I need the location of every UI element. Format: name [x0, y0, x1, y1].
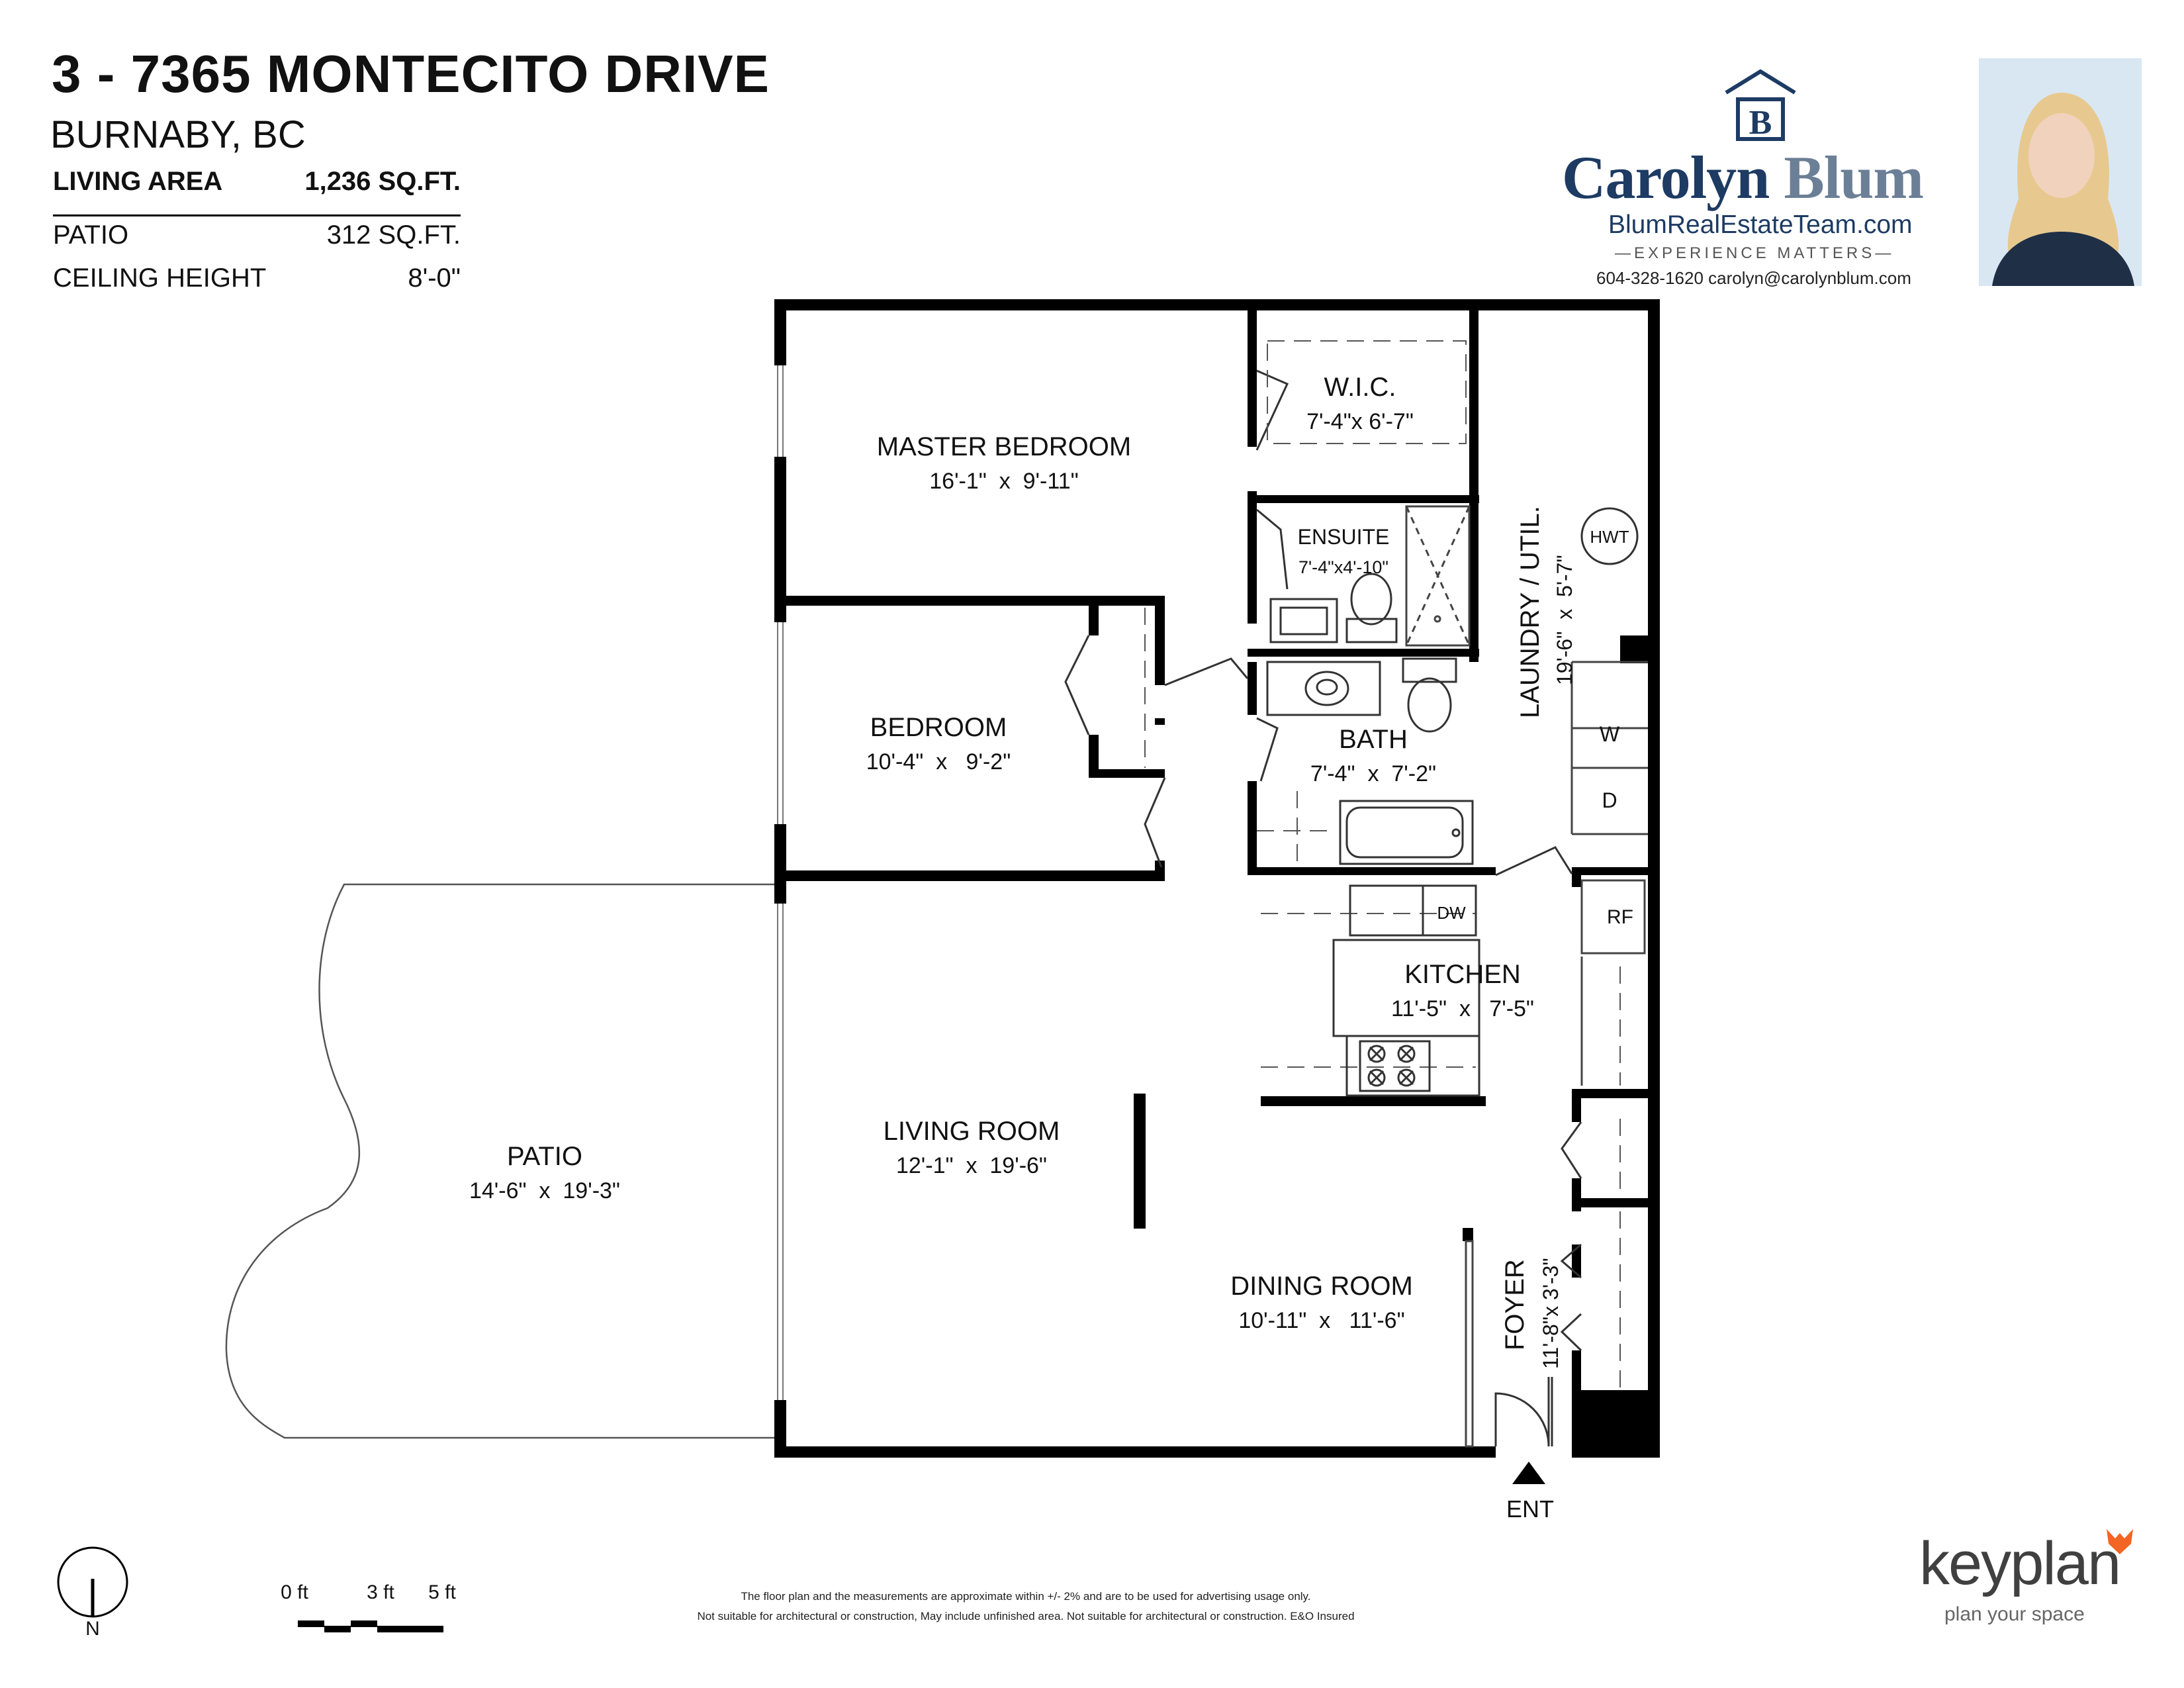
entrance-label: ENT	[1506, 1495, 1554, 1523]
room-kitchen-dims: 11'-5" x 7'-5"	[1391, 996, 1534, 1021]
spec-label: CEILING HEIGHT	[53, 263, 267, 293]
room-bedroom-dims: 10'-4" x 9'-2"	[866, 749, 1011, 774]
room-ensuite-name: ENSUITE	[1298, 525, 1390, 549]
room-bath-dims: 7'-4" x 7'-2"	[1310, 761, 1436, 786]
room-foyer-dims: 11'-8"x 3'-3"	[1539, 1258, 1563, 1369]
interior-walls	[774, 305, 1648, 1458]
listing-address: 3 - 7365 MONTECITO DRIVE	[52, 44, 770, 103]
listing-city: BURNABY, BC	[50, 113, 306, 156]
water-heater-label: HWT	[1590, 527, 1629, 547]
agent-logo-letter: B	[1749, 104, 1772, 142]
window-glazing	[777, 365, 784, 1400]
agent-website[interactable]: BlumRealEstateTeam.com	[1608, 211, 1913, 239]
room-wic-dims: 7'-4"x 6'-7"	[1306, 409, 1414, 434]
cabinet-dash-lines	[1144, 340, 1621, 1390]
ensuite-toilet-icon	[1345, 573, 1398, 643]
room-bath-name: BATH	[1339, 725, 1408, 754]
agent-contact: 604-328-1620 carolyn@carolynblum.com	[1596, 268, 1911, 288]
room-living-room-name: LIVING ROOM	[884, 1117, 1060, 1146]
agent-photo	[1979, 58, 2142, 286]
disclaimer-line-2: Not suitable for architectural or constr…	[697, 1610, 1355, 1622]
room-wic-name: W.I.C.	[1324, 373, 1396, 402]
spec-divider	[53, 214, 461, 216]
spec-label: PATIO	[53, 220, 129, 250]
room-foyer-name: FOYER	[1500, 1259, 1529, 1350]
scale-bar	[298, 1620, 443, 1632]
ensuite-sink-icon	[1269, 598, 1338, 643]
room-dining-room-name: DINING ROOM	[1230, 1272, 1413, 1301]
compass-label: N	[85, 1618, 100, 1640]
agent-tagline: —EXPERIENCE MATTERS—	[1615, 244, 1895, 262]
spec-label: LIVING AREA	[53, 167, 223, 196]
dryer-label: D	[1602, 788, 1617, 812]
room-dining-room-dims: 10'-11" x 11'-6"	[1238, 1308, 1404, 1333]
agent-name: Carolyn Blum	[1562, 142, 1924, 212]
room-ensuite-dims: 7'-4"x4'-10"	[1298, 557, 1388, 577]
agent-last-name: Blum	[1784, 144, 1924, 211]
dishwasher-label: DW	[1437, 903, 1466, 923]
scale-label: 0 ft	[281, 1581, 308, 1603]
washer-label: W	[1600, 722, 1620, 746]
water-heater-icon	[1580, 507, 1639, 565]
room-patio-name: PATIO	[507, 1142, 582, 1171]
agent-house-logo-icon	[1725, 69, 1796, 141]
north-compass-icon	[57, 1546, 128, 1618]
keyplan-fox-icon	[2107, 1529, 2133, 1554]
spec-value: 8'-0"	[408, 263, 461, 293]
keyplan-tagline: plan your space	[1944, 1603, 2085, 1625]
room-kitchen-name: KITCHEN	[1404, 960, 1521, 989]
kitchen-counters	[1332, 884, 1480, 1097]
scale-label: 3 ft	[367, 1581, 394, 1603]
patio-outline	[225, 883, 778, 1439]
disclaimer-line-1: The floor plan and the measurements are …	[741, 1590, 1311, 1603]
room-living-room-dims: 12'-1" x 19'-6"	[896, 1153, 1047, 1178]
spec-value: 312 SQ.FT.	[326, 220, 461, 250]
shower-icon	[1405, 505, 1471, 647]
spec-ceiling-height: CEILING HEIGHT 8'-0"	[53, 263, 461, 293]
room-bedroom-name: BEDROOM	[870, 713, 1007, 742]
spec-living-area: LIVING AREA 1,236 SQ.FT.	[53, 167, 461, 197]
fridge-label: RF	[1607, 906, 1633, 928]
keyplan-logo: keyplan	[1919, 1530, 2121, 1597]
room-patio-dims: 14'-6" x 19'-3"	[469, 1178, 620, 1203]
room-laundry-dims: 19'-6" x 5'-7"	[1553, 555, 1576, 685]
bathtub-icon	[1339, 800, 1474, 865]
toilet-icon	[1402, 657, 1457, 733]
spec-value: 1,236 SQ.FT.	[304, 167, 461, 196]
exterior-walls	[774, 299, 1660, 1458]
sink-icon	[1266, 661, 1381, 716]
scale-label: 5 ft	[428, 1581, 456, 1603]
room-master-bedroom-dims: 16'-1" x 9'-11"	[929, 469, 1078, 494]
entrance-arrow-icon	[1512, 1462, 1545, 1484]
room-master-bedroom-name: MASTER BEDROOM	[877, 432, 1131, 461]
stove-icon	[1359, 1040, 1431, 1092]
spec-patio: PATIO 312 SQ.FT.	[53, 220, 461, 250]
room-laundry-name: LAUNDRY / UTIL.	[1516, 506, 1545, 718]
agent-first-name: Carolyn	[1562, 144, 1770, 211]
light-walls	[1465, 661, 1648, 1448]
